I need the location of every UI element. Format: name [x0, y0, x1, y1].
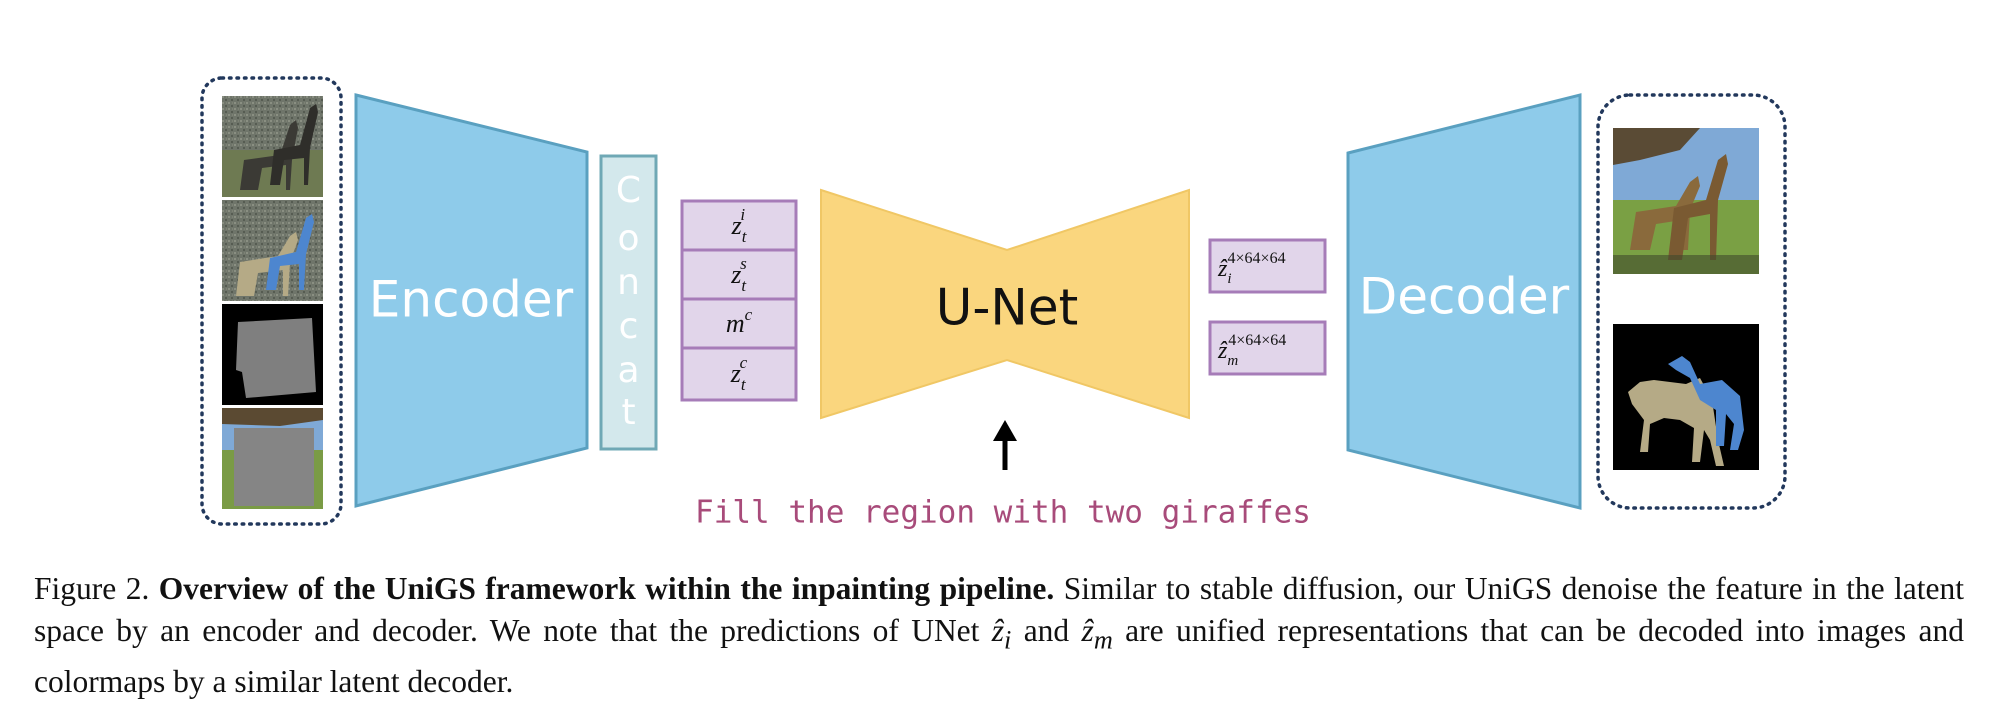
- latent-zts: zts: [730, 254, 747, 295]
- encoder-label: Encoder: [369, 271, 574, 329]
- concat-letter: a: [617, 350, 639, 391]
- input-image-stack: [200, 76, 343, 526]
- prompt-arrow: [993, 420, 1017, 470]
- concat-letter: n: [617, 262, 640, 303]
- latent-mc: mc: [726, 305, 753, 338]
- concat-block: C o n c a t: [599, 154, 658, 451]
- encoder-block: Encoder: [354, 93, 589, 508]
- output-image-stack: [1596, 93, 1787, 510]
- generated-image-thumbnail: [1613, 128, 1759, 274]
- noisy-image-thumbnail: [222, 96, 323, 197]
- caption-text-1: Similar to stable diffusion, our UniGS d…: [34, 571, 1965, 648]
- latent-zti: zti: [731, 205, 748, 246]
- latent-input-stack: zti zts mc ztc: [680, 199, 798, 402]
- inpainting-pipeline-diagram: Encoder C o n c a t zti zts mc ztc U-Net…: [200, 76, 1787, 531]
- concat-letter: c: [619, 306, 639, 347]
- masked-image-thumbnail: [222, 408, 323, 509]
- caption-and: and: [1023, 613, 1070, 648]
- figure-label: Figure 2.: [34, 571, 150, 606]
- latent-zm-hat: ẑm4×64×64: [1217, 332, 1286, 369]
- unet-block: U-Net: [820, 188, 1190, 420]
- caption-math-zi: ẑi: [991, 613, 1012, 655]
- output-dotted-border: [1596, 93, 1787, 510]
- decoder-label: Decoder: [1359, 268, 1570, 326]
- caption-text-2: are unified representations that can be …: [34, 613, 1965, 700]
- decoder-block: Decoder: [1346, 93, 1582, 510]
- caption-title: Overview of the UniGS framework within t…: [158, 571, 1055, 606]
- noisy-segmentation-thumbnail: [222, 200, 323, 301]
- mask-thumbnail: [222, 304, 323, 405]
- generated-colormap-thumbnail: [1613, 324, 1759, 470]
- latent-output-stack: ẑi4×64×64 ẑm4×64×64: [1208, 238, 1327, 376]
- concat-letter: C: [616, 170, 641, 211]
- figure-caption: Figure 2. Overview of the UniGS framewor…: [34, 568, 1964, 703]
- unet-label: U-Net: [936, 279, 1078, 337]
- concat-letter: o: [617, 218, 639, 259]
- caption-math-zm: ẑm: [1081, 613, 1113, 655]
- text-prompt: Fill the region with two giraffes: [695, 495, 1311, 531]
- input-dotted-border: [200, 76, 343, 526]
- concat-letter: t: [621, 392, 635, 433]
- latent-ztc: ztc: [730, 353, 748, 394]
- latent-zi-hat: ẑi4×64×64: [1217, 250, 1286, 287]
